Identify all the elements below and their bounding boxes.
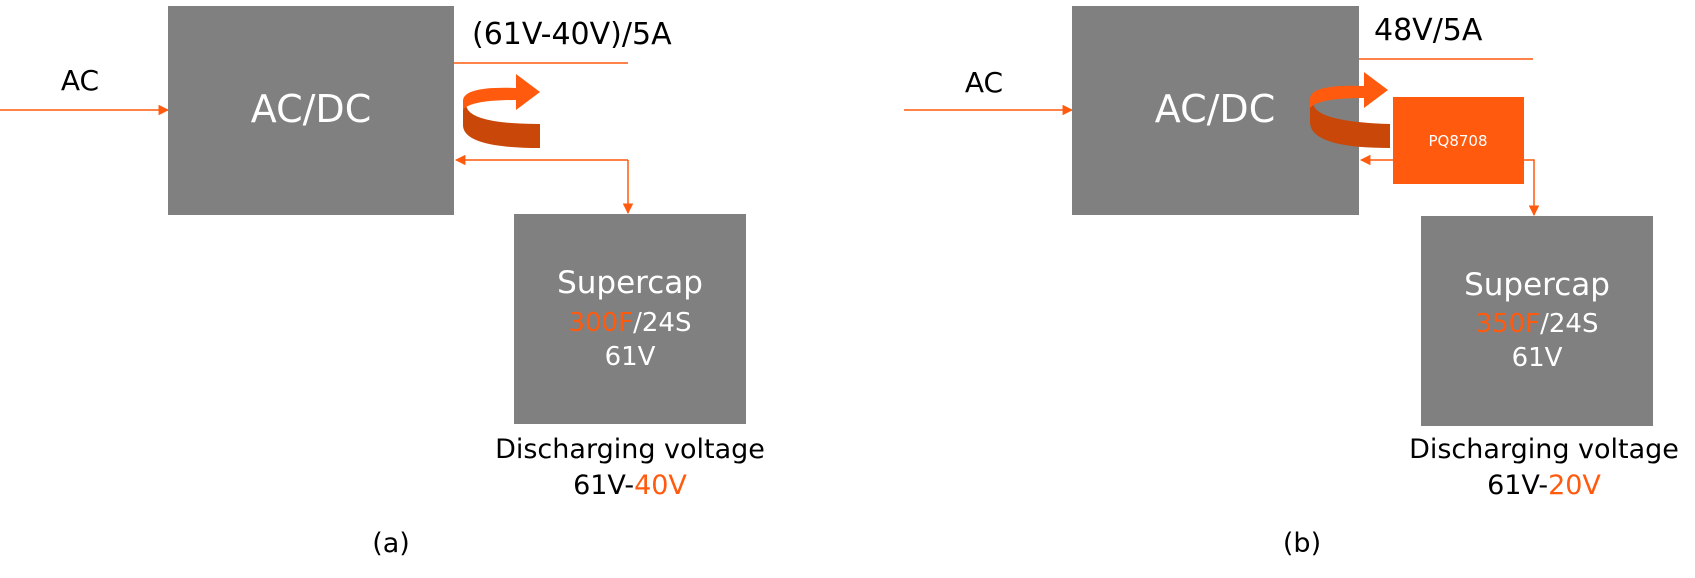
acdc-converter-box <box>168 6 454 215</box>
panel-b: AC AC/DC 48V/5A PQ8708 Supercap 350F/24S… <box>904 6 1679 559</box>
acdc-converter-label: AC/DC <box>251 87 371 131</box>
supercap-title: Supercap <box>1464 267 1610 303</box>
circulation-arrow-icon <box>463 74 540 148</box>
supercap-box <box>1421 216 1653 426</box>
output-rating-label: (61V-40V)/5A <box>472 17 672 52</box>
pq8708-regulator-label: PQ8708 <box>1428 132 1487 150</box>
supercap-voltage: 61V <box>605 342 656 372</box>
discharge-end: 40V <box>634 470 687 501</box>
discharge-start: 61V- <box>1487 470 1548 501</box>
output-rating-label: 48V/5A <box>1374 13 1483 48</box>
supercap-capacity: 350F <box>1476 309 1541 339</box>
supercap-title: Supercap <box>557 265 703 301</box>
acdc-converter-label: AC/DC <box>1155 87 1275 131</box>
discharge-range: 61V-20V <box>1487 470 1601 501</box>
supercap-charge-arrow <box>1524 159 1540 217</box>
supercap-cells: /24S <box>1540 309 1598 339</box>
supercap-capacity: 300F <box>569 308 634 338</box>
discharge-caption: Discharging voltage <box>1409 434 1679 465</box>
supercap-rating: 350F/24S <box>1476 309 1599 339</box>
discharge-start: 61V- <box>573 470 634 501</box>
panel-a-caption: (a) <box>372 528 410 559</box>
pq8708-regulator-box <box>1393 97 1524 184</box>
supercap-voltage: 61V <box>1512 343 1563 373</box>
discharge-end: 20V <box>1548 470 1601 501</box>
supercap-cells: /24S <box>633 308 691 338</box>
supercap-rating: 300F/24S <box>569 308 692 338</box>
circulation-arrow-icon <box>1310 72 1390 148</box>
panel-a: AC AC/DC (61V-40V)/5A Supercap 300F/24S … <box>0 6 765 559</box>
ac-input-label: AC <box>61 64 99 97</box>
panel-b-caption: (b) <box>1283 528 1321 559</box>
discharge-caption: Discharging voltage <box>495 434 765 465</box>
discharge-range: 61V-40V <box>573 470 687 501</box>
supercap-box <box>514 214 746 424</box>
ac-input-label: AC <box>965 66 1003 99</box>
